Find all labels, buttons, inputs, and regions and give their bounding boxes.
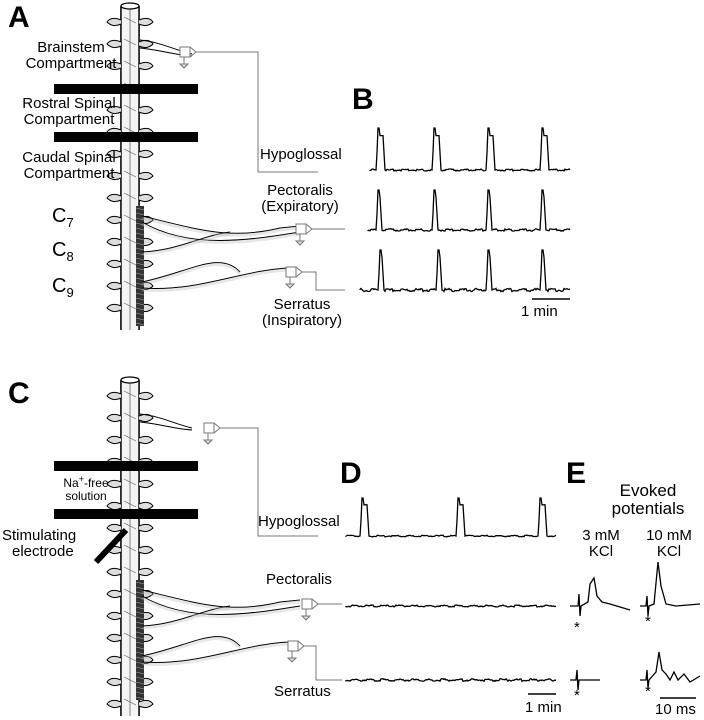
- root-label-c9: C9: [52, 275, 74, 300]
- trace-serratus-top: [359, 249, 571, 293]
- serratus-label-bottom: Serratus: [274, 683, 331, 700]
- trace-pectoralis-bottom: [345, 604, 557, 608]
- panel-label-b: B: [352, 83, 374, 116]
- trace-pectoralis-top: [367, 189, 571, 233]
- serratus-label-top: Serratus(Inspiratory): [261, 296, 343, 329]
- stim-marker-3: *: [574, 687, 580, 704]
- scale-label-top: 1 min: [521, 303, 558, 320]
- trace-hypoglossal-top: [369, 127, 571, 172]
- evoked-3mm-pectoralis: [570, 576, 631, 617]
- trace-hypoglossal-bottom: [345, 497, 557, 538]
- trace-serratus-bottom: [345, 677, 557, 683]
- barrier-top-1: [54, 84, 198, 94]
- barrier-bottom-1: [54, 461, 198, 471]
- recording-wires: [178, 46, 345, 681]
- evoked-10mm-serratus: [640, 651, 701, 689]
- panel-label-d: D: [340, 457, 362, 490]
- recording-traces: [345, 127, 701, 691]
- hypoglossal-label-bottom: Hypoglossal: [258, 513, 340, 530]
- root-label-c8: C8: [52, 239, 74, 264]
- scale-label-bottom: 1 min: [525, 699, 562, 716]
- ms-scale-label: 10 ms: [655, 701, 696, 718]
- stimulating-electrode: [93, 527, 129, 565]
- stim-marker-1: *: [574, 619, 580, 636]
- barrier-top-2: [54, 132, 198, 142]
- panel-label-c: C: [8, 377, 30, 410]
- evoked-3mm-serratus: [570, 669, 600, 691]
- root-label-c7: C7: [52, 205, 74, 230]
- panel-label-a: A: [8, 1, 30, 34]
- barrier-bottom-2: [54, 509, 198, 519]
- evoked-10mm-pectoralis: [640, 561, 701, 617]
- pectoralis-label-bottom: Pectoralis: [266, 571, 332, 588]
- hypoglossal-label-top: Hypoglossal: [260, 146, 342, 163]
- stim-marker-2: *: [645, 613, 651, 630]
- panel-label-e: E: [566, 457, 587, 490]
- stim-marker-4: *: [645, 683, 651, 700]
- na-free-label: Na+-free solution: [63, 474, 109, 503]
- pectoralis-label-top: Pectoralis(Expiratory): [261, 182, 339, 215]
- scale-bars: [528, 298, 696, 699]
